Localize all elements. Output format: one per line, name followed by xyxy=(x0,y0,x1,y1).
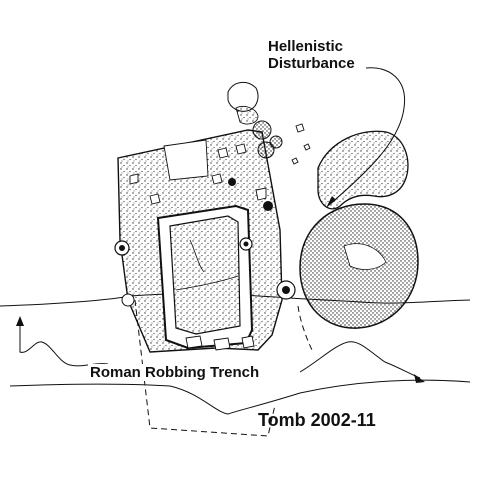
boulder-top-small xyxy=(235,105,259,125)
profile-line-left xyxy=(19,318,109,367)
leader-hellenistic xyxy=(329,67,406,205)
hellenistic-label-line1: Hellenistic xyxy=(268,38,344,55)
boulder-facet xyxy=(343,243,387,270)
hellenistic-label-line2: Disturbance xyxy=(268,55,355,73)
arrow-left xyxy=(16,316,24,326)
roman-robbing-trench-label: Roman Robbing Trench xyxy=(88,364,262,382)
hellenistic-pit xyxy=(317,130,409,210)
tomb-id-label: Tomb 2002-11 xyxy=(258,410,376,430)
arrow-right xyxy=(414,374,425,383)
stone-cluster xyxy=(228,120,283,211)
scattered-fragments xyxy=(291,123,311,165)
slab-crack xyxy=(175,239,239,291)
tomb-cover-slab xyxy=(169,215,241,335)
post-holes xyxy=(114,237,296,307)
boulder-top xyxy=(227,82,259,112)
rubble-stones xyxy=(129,139,267,351)
profile-line-right xyxy=(299,341,421,379)
arrow-hellenistic xyxy=(326,196,336,208)
hellenistic-disturbance-label: Hellenistic Disturbance xyxy=(268,38,355,73)
ground-line-lower xyxy=(9,379,471,415)
